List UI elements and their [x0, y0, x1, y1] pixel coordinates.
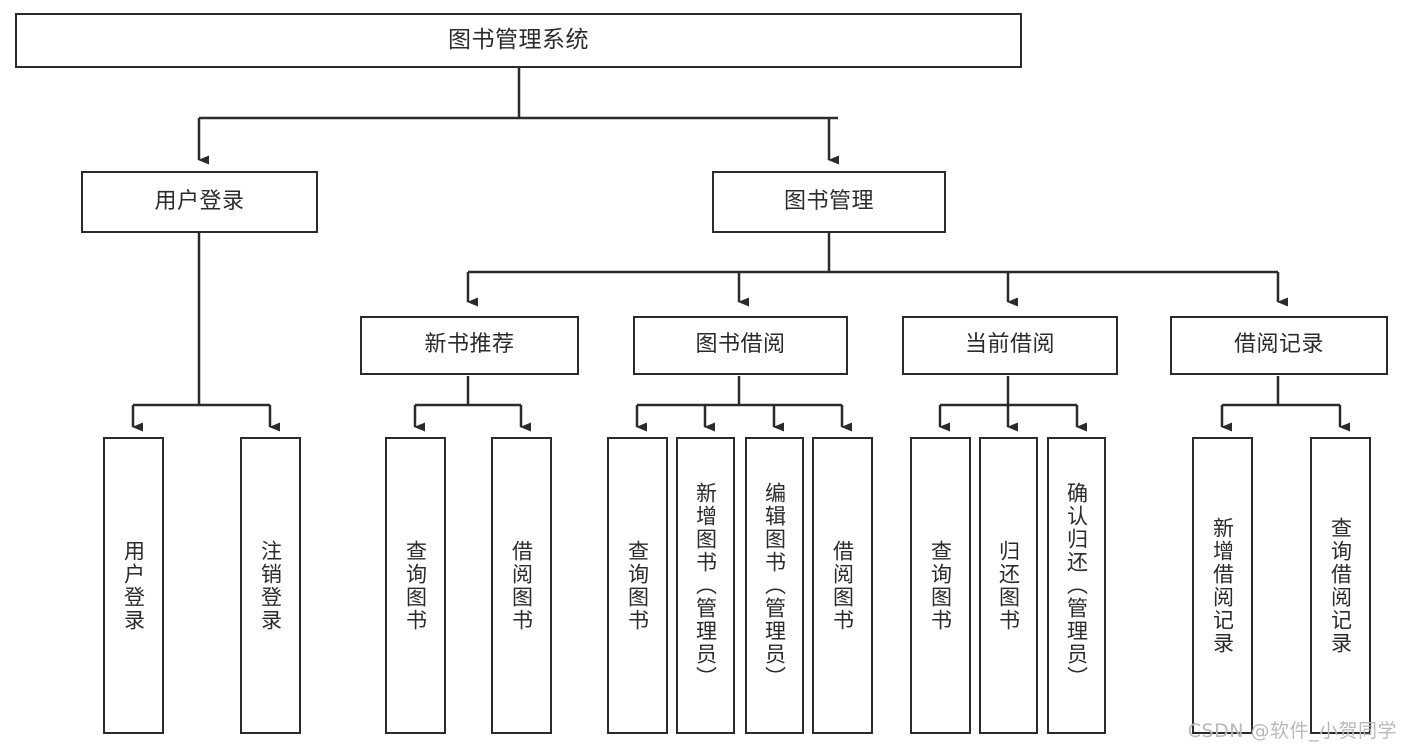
leaf-book-borrow-query-book[interactable]: 查询图书 — [607, 437, 668, 734]
node-label: 新书推荐 — [424, 332, 515, 358]
leaf-new-book-query-book[interactable]: 查询图书 — [385, 437, 446, 734]
node-label: 归还图书 — [996, 539, 1021, 632]
node-current-borrow[interactable]: 当前借阅 — [902, 316, 1118, 375]
node-label: 用户登录 — [154, 188, 245, 214]
leaf-user-login-login[interactable]: 用户登录 — [103, 437, 164, 734]
leaf-current-borrow-return-book[interactable]: 归还图书 — [979, 437, 1038, 734]
node-label: 用户登录 — [121, 539, 146, 632]
node-root-system[interactable]: 图书管理系统 — [15, 13, 1022, 68]
leaf-current-borrow-query-book[interactable]: 查询图书 — [910, 437, 971, 734]
node-label: 借阅图书 — [509, 539, 534, 632]
node-book-borrow[interactable]: 图书借阅 — [633, 316, 848, 375]
node-label: 编辑图书（管理员） — [762, 482, 787, 689]
node-label: 查询图书 — [403, 539, 428, 632]
node-label: 查询借阅记录 — [1328, 516, 1353, 655]
leaf-user-login-logout[interactable]: 注销登录 — [240, 437, 301, 734]
leaf-book-borrow-add-book-admin[interactable]: 新增图书（管理员） — [676, 437, 735, 734]
node-label: 当前借阅 — [964, 332, 1055, 358]
leaf-new-book-borrow-book[interactable]: 借阅图书 — [491, 437, 552, 734]
node-user-login[interactable]: 用户登录 — [81, 171, 318, 233]
leaf-book-borrow-edit-book-admin[interactable]: 编辑图书（管理员） — [745, 437, 804, 734]
node-label: 借阅图书 — [830, 539, 855, 632]
leaf-borrow-record-add-record[interactable]: 新增借阅记录 — [1192, 437, 1253, 734]
leaf-current-borrow-confirm-return-admin[interactable]: 确认归还（管理员） — [1047, 437, 1106, 734]
leaf-book-borrow-borrow-book[interactable]: 借阅图书 — [812, 437, 873, 734]
node-label: 图书借阅 — [695, 332, 786, 358]
node-label: 查询图书 — [928, 539, 953, 632]
node-book-management[interactable]: 图书管理 — [712, 171, 946, 233]
node-label: 注销登录 — [258, 539, 283, 632]
node-label: 新增借阅记录 — [1210, 516, 1235, 655]
node-borrow-record[interactable]: 借阅记录 — [1170, 316, 1388, 375]
node-label: 图书管理 — [783, 188, 874, 214]
leaf-borrow-record-query-record[interactable]: 查询借阅记录 — [1310, 437, 1371, 734]
node-label: 确认归还（管理员） — [1064, 482, 1089, 689]
node-new-book-recommend[interactable]: 新书推荐 — [360, 316, 579, 375]
node-label: 图书管理系统 — [448, 26, 589, 53]
node-label: 新增图书（管理员） — [693, 482, 718, 689]
node-label: 借阅记录 — [1233, 332, 1324, 358]
node-label: 查询图书 — [625, 539, 650, 632]
watermark-text: CSDN @软件_小贺同学 — [1187, 720, 1397, 742]
